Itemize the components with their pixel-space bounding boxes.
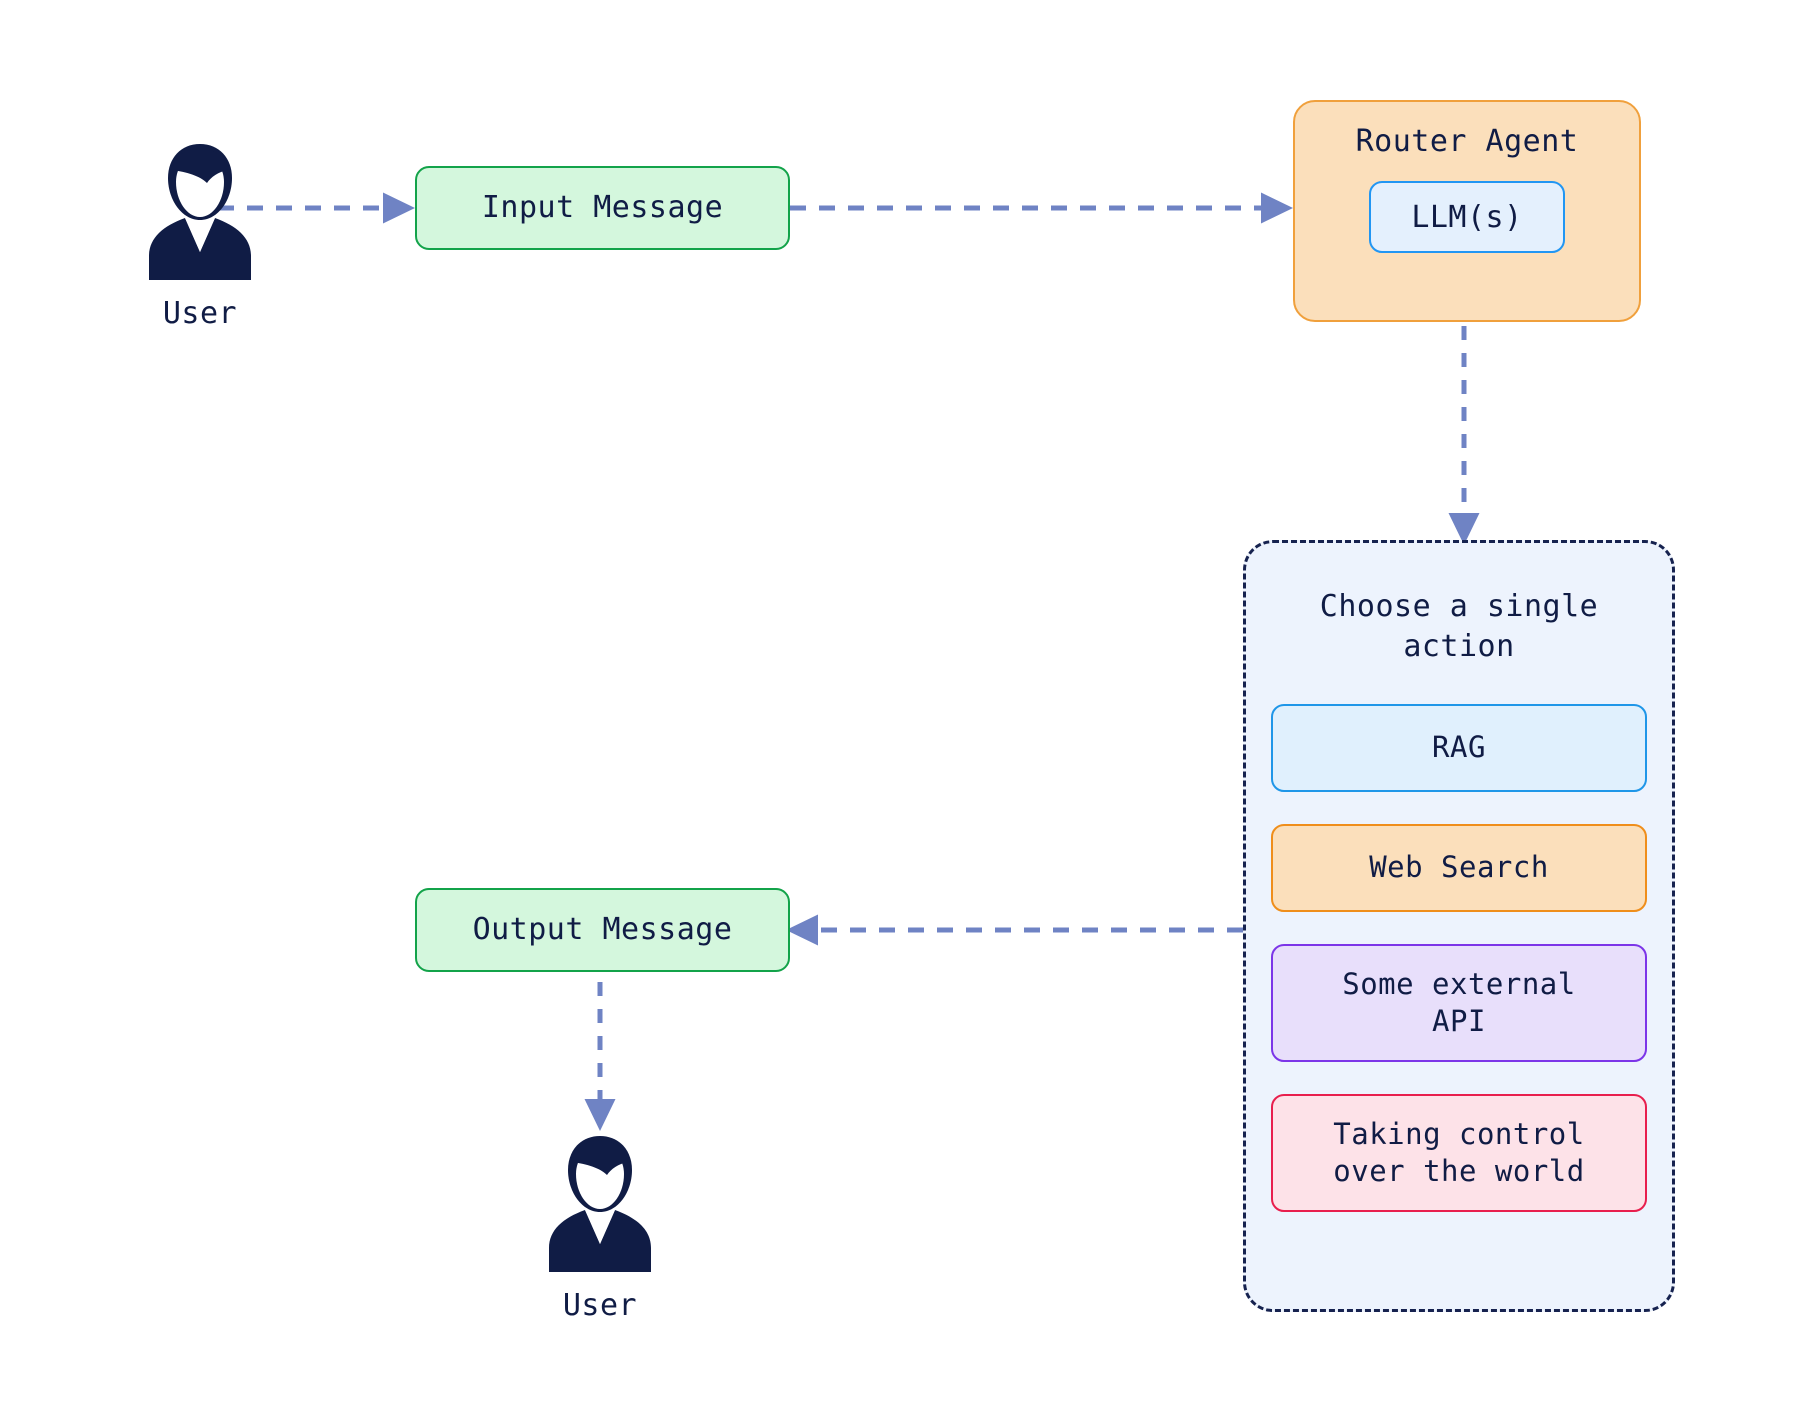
output-message-label: Output Message [472,911,733,947]
action-web-search-label: Web Search [1369,850,1549,885]
user-bottom: User [510,1132,690,1323]
user-top-label: User [162,296,238,331]
action-taking-control-label: Taking control over the world [1333,1116,1585,1189]
action-external-api[interactable]: Some external API [1271,944,1647,1063]
action-rag-label: RAG [1432,730,1486,765]
action-web-search[interactable]: Web Search [1271,824,1647,913]
user-avatar-icon [549,1136,651,1272]
user-avatar-icon [149,144,251,280]
input-message-label: Input Message [481,189,724,225]
choose-action-panel: Choose a single action RAG Web Search So… [1243,540,1675,1312]
user-top: User [110,140,290,331]
user-bottom-label: User [562,1288,638,1323]
input-message-box[interactable]: Input Message [415,166,790,250]
router-agent-box[interactable]: Router Agent LLM(s) [1293,100,1641,322]
action-rag[interactable]: RAG [1271,704,1647,793]
choose-action-title: Choose a single action [1319,589,1599,664]
router-agent-title: Router Agent [1355,124,1579,159]
action-taking-control[interactable]: Taking control over the world [1271,1094,1647,1213]
output-message-box[interactable]: Output Message [415,888,790,972]
llm-label: LLM(s) [1411,199,1523,235]
llm-box[interactable]: LLM(s) [1369,181,1565,253]
action-external-api-label: Some external API [1342,966,1576,1039]
